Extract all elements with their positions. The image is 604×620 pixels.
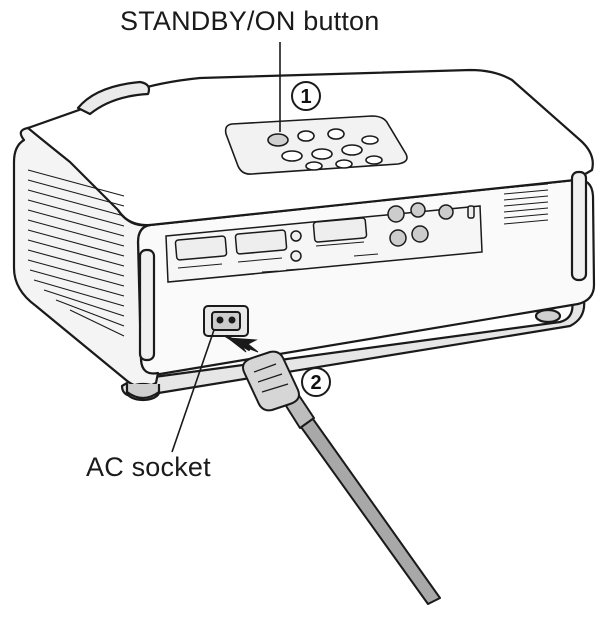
audio-jack-2[interactable] (290, 250, 302, 262)
rear-foot (534, 308, 562, 324)
svg-text:1: 1 (300, 86, 311, 108)
panel-button-2[interactable] (297, 130, 315, 142)
vga-port-3[interactable] (312, 217, 368, 243)
right-rail (570, 170, 588, 282)
panel-button-9[interactable] (335, 159, 353, 169)
rear-vent (503, 183, 549, 225)
ac-socket[interactable] (203, 305, 249, 337)
projector-top-rim (117, 209, 151, 227)
left-vent-grill (27, 169, 125, 337)
svg-text:2: 2 (310, 372, 321, 394)
projector-lens-housing (76, 80, 151, 116)
cord-body (295, 411, 441, 605)
panel-button-5[interactable] (311, 148, 333, 160)
front-foot-body (125, 384, 161, 400)
ac-socket-label: AC socket (86, 452, 211, 482)
plug-arrow-shaft (225, 334, 251, 352)
panel-button-6[interactable] (341, 144, 363, 156)
panel-button-10[interactable] (365, 155, 383, 165)
ac-socket-leader-line (171, 329, 215, 453)
connector-panel (165, 183, 549, 283)
vga-port-1[interactable] (174, 235, 228, 261)
rs232-port[interactable] (438, 204, 454, 220)
panel-button-8[interactable] (305, 161, 323, 171)
connector-strip (165, 205, 483, 283)
control-panel (224, 115, 408, 175)
standby-button-label: STANDBY/ON button (120, 6, 380, 36)
panel-button-3[interactable] (327, 128, 345, 140)
connector-label-marks (177, 241, 379, 273)
vga-port-2[interactable] (234, 229, 288, 255)
step-marker-1: 1 (291, 81, 321, 111)
panel-button-7[interactable] (361, 135, 379, 145)
standby-on-button[interactable] (267, 133, 289, 147)
rca-port-1[interactable] (389, 229, 407, 247)
power-cord (242, 350, 441, 605)
panel-button-4[interactable] (281, 150, 303, 162)
left-rail (138, 248, 156, 362)
plug-grip-lines (253, 363, 289, 393)
kensington-slot (467, 205, 475, 219)
svideo-port[interactable] (387, 205, 405, 223)
step-marker-2: 2 (301, 367, 331, 397)
video-port[interactable] (410, 202, 426, 218)
plug-head (242, 350, 300, 412)
control-panel-plate (224, 115, 408, 175)
audio-jack-1[interactable] (290, 230, 302, 242)
rca-port-2[interactable] (411, 225, 429, 243)
